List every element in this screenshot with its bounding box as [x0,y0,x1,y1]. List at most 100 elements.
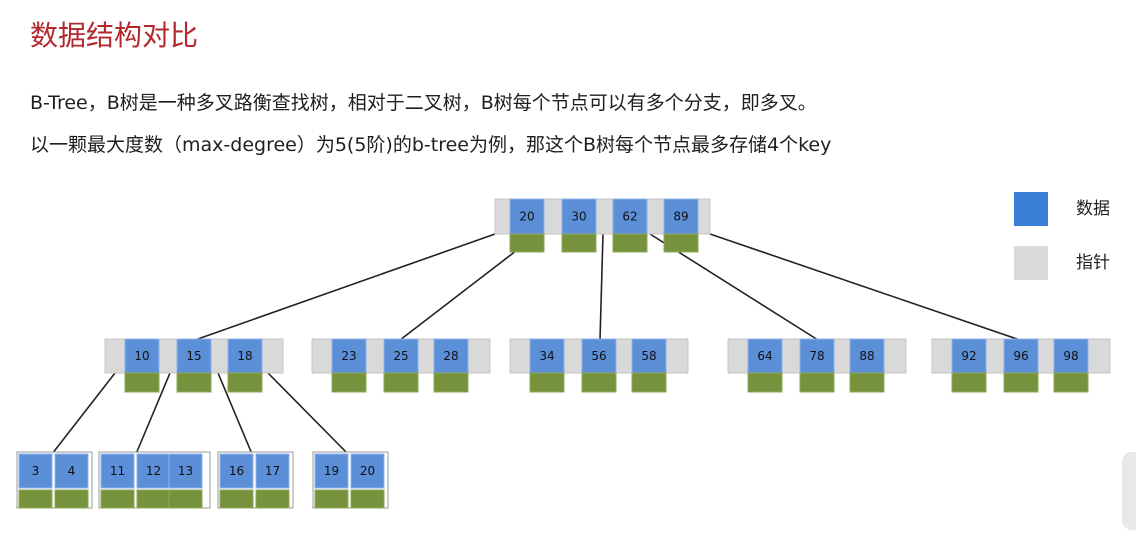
description-line-1: B-Tree，B树是一种多叉路衡查找树，相对于二叉树，B树每个节点可以有多个分支… [30,92,817,114]
level2-4-key-2-label: 98 [1063,349,1078,363]
root-key-3-box [663,198,699,235]
level2-4-key-0-label: 92 [961,349,976,363]
level2-3-pointer-2 [849,372,885,393]
level2-2-pointer-0 [529,372,565,393]
root-key-2-box [612,198,648,235]
level2-0-key-1-box [176,338,212,374]
leaf-1-pointer-2 [168,489,203,509]
level2-3-key-0-box [747,338,783,374]
leaf-0-key-0-label: 3 [32,464,40,478]
root-pointer-2 [612,233,648,253]
leaf-1-pointer-0 [100,489,135,509]
leaf-2-key-1-box [255,453,290,489]
level2-0-key-2-box [227,338,263,374]
leaf-3-key-1-box [350,453,385,489]
level2-4-pointer-0 [951,372,987,393]
leaf-1-key-1-box [136,453,171,489]
level2-3-key-2-label: 88 [859,349,874,363]
level2-1-key-2-box [433,338,469,374]
level2-3-key-1-label: 78 [809,349,824,363]
level2-0-key-0-label: 10 [134,349,149,363]
leaf-2-key-1-label: 17 [265,464,280,478]
leaf-0-key-1-box [54,453,89,489]
level2-3-pointer-1 [799,372,835,393]
root-key-3-label: 89 [673,210,688,224]
root-key-1-box [561,198,597,235]
level2-0-key-2-label: 18 [237,349,252,363]
level2-2-pointer-2 [631,372,667,393]
level2-2-pointer-1 [581,372,617,393]
legend-label-key: 数据 [1076,199,1110,219]
root-key-2-label: 62 [622,210,637,224]
level2-3-pointer-0 [747,372,783,393]
leaf-2-pointer-0 [219,489,254,509]
leaf-3-key-0-box [314,453,349,489]
tree-edge [599,233,604,341]
scroll-edge-handle [1122,452,1136,530]
leaf-0-pointer-1 [54,489,89,509]
level2-0-pointer-2 [227,372,263,393]
leaf-1-key-2-box [168,453,203,489]
level2-1-pointer-0 [331,372,367,393]
root-key-0-box [509,198,545,235]
level2-node-2: 34 56 58 [509,338,689,393]
legend-label-ptr: 指针 [1076,253,1110,273]
level2-4-key-1-label: 96 [1013,349,1028,363]
level2-3-key-0-label: 64 [757,349,772,363]
level2-2-key-2-label: 58 [641,349,656,363]
level2-2-key-0-label: 34 [539,349,554,363]
level2-1-pointer-1 [383,372,419,393]
level2-4-pointer-2 [1053,372,1089,393]
leaf-2-key-0-label: 16 [229,464,244,478]
tree-edge [709,233,1021,341]
root-pointer-1 [561,233,597,253]
level2-1-pointer-2 [433,372,469,393]
description-line-2: 以一颗最大度数（max-degree）为5(5阶)的b-tree为例，那这个B树… [30,134,832,156]
level2-1-key-1-box [383,338,419,374]
leaf-1-pointer-1 [136,489,171,509]
level2-4-pointer-1 [1003,372,1039,393]
level2-2-key-1-label: 56 [591,349,606,363]
tree-edge [135,372,171,455]
tree-edge [51,372,116,455]
leaf-2-pointer-1 [255,489,290,509]
tree-edges [51,233,1021,455]
leaf-2-key-0-box [219,453,254,489]
level2-1-key-0-label: 23 [341,349,356,363]
level2-node-4: 92 96 98 [931,338,1111,393]
level2-node-1: 23 25 28 [311,338,491,393]
level2-3-key-1-box [799,338,835,374]
level2-1-key-0-box [331,338,367,374]
leaf-1-key-1-label: 12 [146,464,161,478]
leaf-3-key-1-label: 20 [360,464,375,478]
legend-swatch-ptr [1014,246,1048,280]
level2-node-3: 64 78 88 [727,338,907,393]
leaf-1-key-2-label: 13 [178,464,193,478]
legend-swatch-key [1014,192,1048,226]
level2-2-key-2-box [631,338,667,374]
leaf-1-key-0-box [100,453,135,489]
level2-0-pointer-0 [124,372,160,393]
leaf-3-pointer-0 [314,489,349,509]
leaf-3-key-0-label: 19 [324,464,339,478]
level2-1-key-2-label: 28 [443,349,458,363]
level2-0-key-1-label: 15 [186,349,201,363]
tree-edge [194,233,496,341]
level2-2-key-0-box [529,338,565,374]
leaf-0-pointer-0 [18,489,53,509]
leaf-0-key-1-label: 4 [68,464,76,478]
level2-4-key-0-box [951,338,987,374]
page-title: 数据结构对比 [30,19,199,52]
tree-edge [217,372,253,455]
leaf-3-pointer-1 [350,489,385,509]
level2-1-key-1-label: 25 [393,349,408,363]
tree-edge [267,372,349,455]
